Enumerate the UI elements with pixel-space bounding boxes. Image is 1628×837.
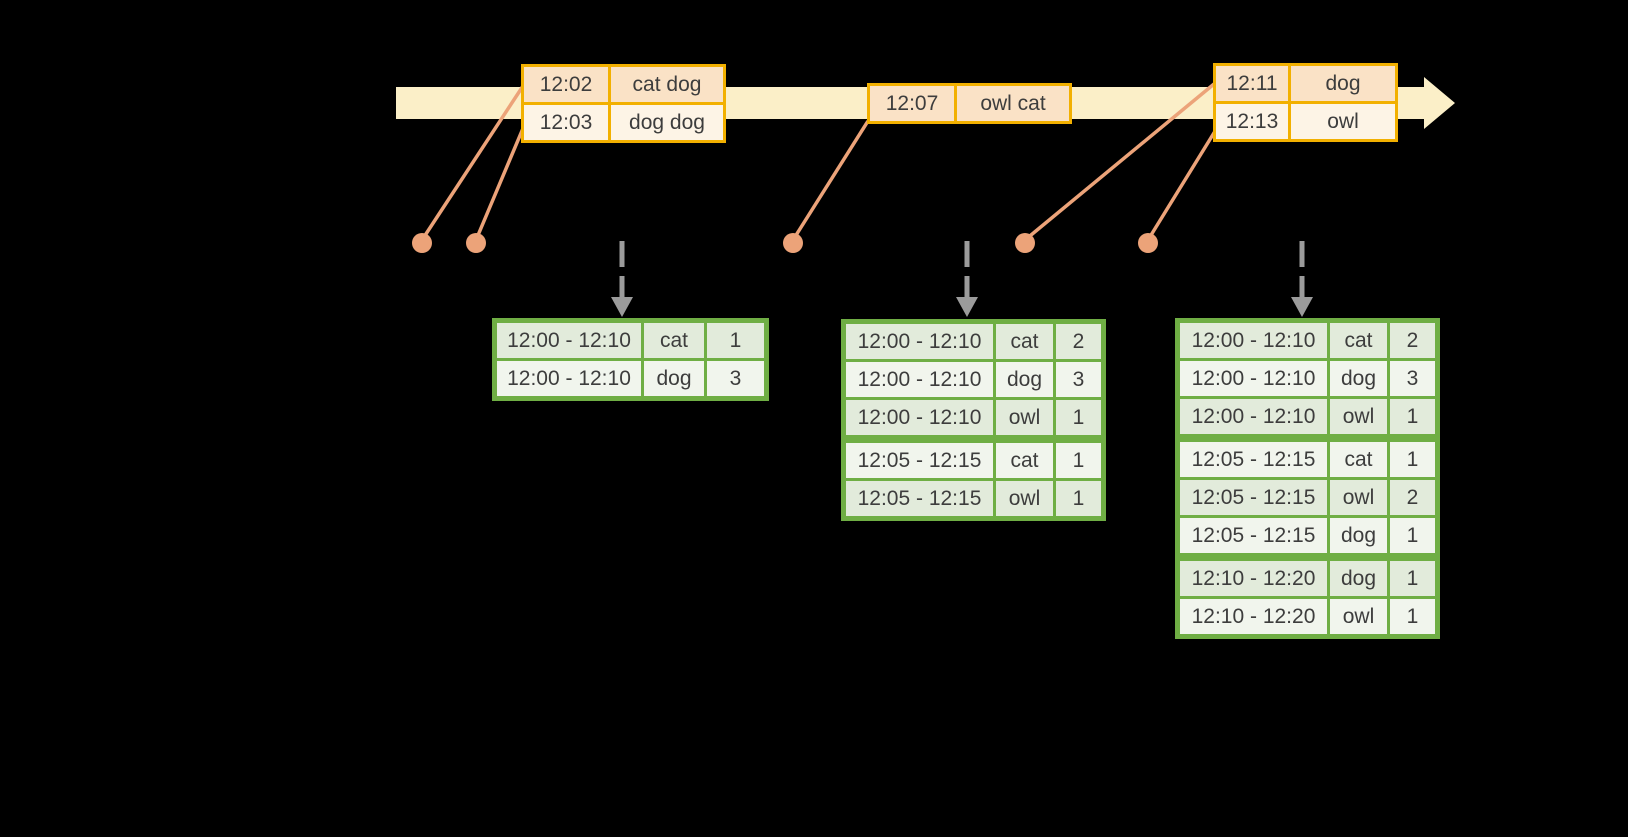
window-cell: 12:00 - 12:10 — [842, 397, 996, 441]
event-table-2: 12:07 owl cat — [867, 83, 1072, 124]
count-cell: 1 — [1053, 478, 1105, 520]
count-cell: 1 — [1387, 396, 1439, 440]
window-cell: 12:00 - 12:10 — [1176, 319, 1330, 361]
count-cell: 1 — [1053, 435, 1105, 481]
event-dot — [1138, 233, 1158, 253]
words-cell: owl — [1288, 101, 1398, 142]
table-row: 12:00 - 12:10 owl 1 — [842, 397, 1105, 441]
window-cell: 12:05 - 12:15 — [1176, 515, 1330, 559]
event-connector-line — [791, 120, 870, 241]
window-cell: 12:00 - 12:10 — [493, 358, 644, 400]
table-row: 12:00 - 12:10 owl 1 — [1176, 396, 1439, 440]
count-cell: 3 — [704, 358, 768, 400]
down-arrow-icon — [611, 241, 633, 317]
word-cell: owl — [1327, 477, 1390, 518]
event-connector-line — [420, 85, 525, 241]
time-cell: 12:02 — [521, 64, 611, 105]
event-dot — [466, 233, 486, 253]
word-cell: cat — [993, 435, 1056, 481]
word-cell: dog — [1327, 515, 1390, 559]
result-table-1: 12:00 - 12:10 cat 1 12:00 - 12:10 dog 3 — [492, 318, 769, 401]
window-cell: 12:00 - 12:10 — [842, 359, 996, 400]
table-row: 12:00 - 12:10 cat 1 — [493, 319, 768, 361]
window-cell: 12:05 - 12:15 — [842, 478, 996, 520]
event-connector-line — [1146, 127, 1219, 241]
word-cell: cat — [1327, 434, 1390, 480]
word-cell: owl — [993, 478, 1056, 520]
time-cell: 12:11 — [1213, 63, 1291, 104]
window-cell: 12:10 - 12:20 — [1176, 553, 1330, 599]
count-cell: 1 — [1387, 553, 1439, 599]
event-connector-line — [474, 125, 526, 241]
time-cell: 12:03 — [521, 102, 611, 143]
event-table-3: 12:11 dog 12:13 owl — [1213, 63, 1398, 142]
word-cell: owl — [1327, 596, 1390, 638]
table-row: 12:02 cat dog — [521, 64, 726, 105]
table-row: 12:05 - 12:15 dog 1 — [1176, 515, 1439, 559]
event-dot — [783, 233, 803, 253]
word-cell: dog — [1327, 553, 1390, 599]
word-cell: owl — [1327, 396, 1390, 440]
word-cell: dog — [1327, 358, 1390, 399]
count-cell: 2 — [1387, 319, 1439, 361]
table-row: 12:10 - 12:20 dog 1 — [1176, 553, 1439, 599]
event-dot — [1015, 233, 1035, 253]
table-row: 12:00 - 12:10 dog 3 — [493, 358, 768, 400]
window-cell: 12:10 - 12:20 — [1176, 596, 1330, 638]
down-arrow-icon — [1291, 241, 1313, 317]
table-row: 12:05 - 12:15 owl 2 — [1176, 477, 1439, 518]
window-cell: 12:00 - 12:10 — [493, 319, 644, 361]
down-arrow-icon — [956, 241, 978, 317]
word-cell: dog — [641, 358, 707, 400]
table-row: 12:00 - 12:10 dog 3 — [842, 359, 1105, 400]
word-cell: cat — [641, 319, 707, 361]
time-cell: 12:13 — [1213, 101, 1291, 142]
word-cell: cat — [1327, 319, 1390, 361]
count-cell: 1 — [1387, 515, 1439, 559]
window-cell: 12:05 - 12:15 — [842, 435, 996, 481]
table-row: 12:00 - 12:10 dog 3 — [1176, 358, 1439, 399]
window-cell: 12:00 - 12:10 — [1176, 396, 1330, 440]
table-row: 12:05 - 12:15 cat 1 — [1176, 434, 1439, 480]
event-connector-line — [1023, 82, 1216, 242]
count-cell: 1 — [1387, 434, 1439, 480]
table-row: 12:13 owl — [1213, 101, 1398, 142]
words-cell: dog dog — [608, 102, 726, 143]
table-row: 12:00 - 12:10 cat 2 — [842, 320, 1105, 362]
word-cell: owl — [993, 397, 1056, 441]
table-row: 12:11 dog — [1213, 63, 1398, 104]
count-cell: 3 — [1387, 358, 1439, 399]
word-cell: cat — [993, 320, 1056, 362]
words-cell: owl cat — [954, 83, 1072, 124]
table-row: 12:05 - 12:15 owl 1 — [842, 478, 1105, 520]
count-cell: 1 — [1053, 397, 1105, 441]
count-cell: 1 — [704, 319, 768, 361]
count-cell: 2 — [1053, 320, 1105, 362]
window-cell: 12:00 - 12:10 — [1176, 358, 1330, 399]
table-row: 12:00 - 12:10 cat 2 — [1176, 319, 1439, 361]
table-row: 12:03 dog dog — [521, 102, 726, 143]
event-table-1: 12:02 cat dog 12:03 dog dog — [521, 64, 726, 143]
event-dot — [412, 233, 432, 253]
window-cell: 12:05 - 12:15 — [1176, 434, 1330, 480]
window-cell: 12:00 - 12:10 — [842, 320, 996, 362]
result-table-2: 12:00 - 12:10 cat 2 12:00 - 12:10 dog 3 … — [841, 319, 1106, 521]
count-cell: 2 — [1387, 477, 1439, 518]
word-cell: dog — [993, 359, 1056, 400]
table-row: 12:07 owl cat — [867, 83, 1072, 124]
result-table-3: 12:00 - 12:10 cat 2 12:00 - 12:10 dog 3 … — [1175, 318, 1440, 639]
time-cell: 12:07 — [867, 83, 957, 124]
words-cell: dog — [1288, 63, 1398, 104]
table-row: 12:05 - 12:15 cat 1 — [842, 435, 1105, 481]
count-cell: 1 — [1387, 596, 1439, 638]
window-cell: 12:05 - 12:15 — [1176, 477, 1330, 518]
count-cell: 3 — [1053, 359, 1105, 400]
table-row: 12:10 - 12:20 owl 1 — [1176, 596, 1439, 638]
words-cell: cat dog — [608, 64, 726, 105]
